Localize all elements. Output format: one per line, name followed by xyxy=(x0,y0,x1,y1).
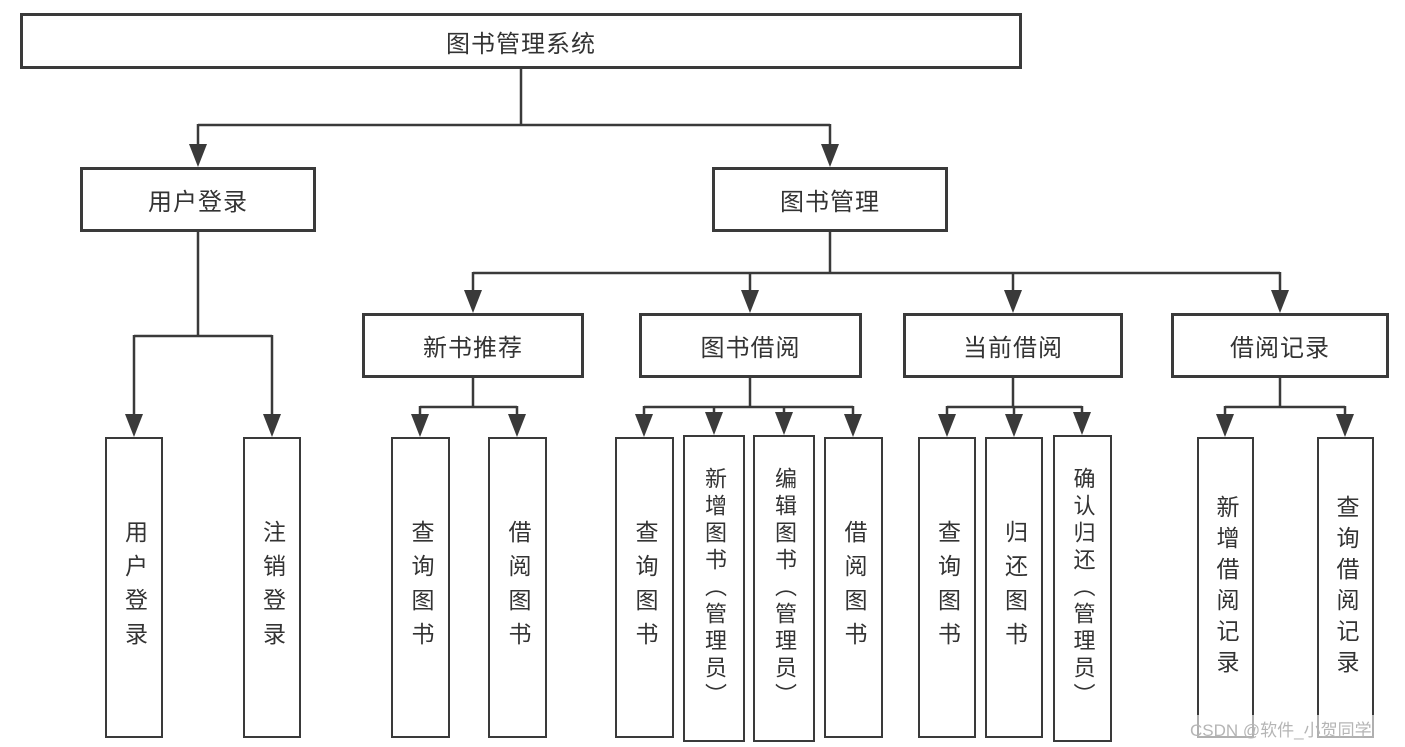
leaf-label: 借阅图书 xyxy=(505,519,531,656)
leaf-label: 借阅图书 xyxy=(841,519,867,656)
leaf-user-login: 用户登录 xyxy=(105,437,163,738)
leaf-label: 查询图书 xyxy=(408,519,434,656)
leaf-rec-query-book: 查询图书 xyxy=(391,437,450,738)
leaf-logout: 注销登录 xyxy=(243,437,301,738)
leaf-br-add-record: 新增借阅记录 xyxy=(1197,437,1254,738)
leaf-bb-borrow-book: 借阅图书 xyxy=(824,437,883,738)
leaf-br-query-record: 查询借阅记录 xyxy=(1317,437,1374,738)
leaf-label: 用户登录 xyxy=(121,519,148,656)
node-book-management: 图书管理 xyxy=(712,167,948,232)
leaf-label: 查询图书 xyxy=(632,519,658,656)
node-new-book-recommend: 新书推荐 xyxy=(362,313,584,378)
leaf-label: 新增图书（管理员） xyxy=(702,467,727,710)
node-book-borrow: 图书借阅 xyxy=(639,313,862,378)
leaf-cb-confirm-return-admin: 确认归还（管理员） xyxy=(1053,435,1112,742)
leaf-cb-query-book: 查询图书 xyxy=(918,437,976,738)
leaf-label: 查询图书 xyxy=(934,519,961,656)
leaf-label: 编辑图书（管理员） xyxy=(772,467,797,710)
node-current-borrow: 当前借阅 xyxy=(903,313,1123,378)
node-library-system: 图书管理系统 xyxy=(20,13,1022,69)
leaf-label: 归还图书 xyxy=(1001,519,1028,656)
leaf-label: 确认归还（管理员） xyxy=(1070,467,1096,710)
leaf-bb-edit-book-admin: 编辑图书（管理员） xyxy=(753,435,815,742)
node-borrow-record: 借阅记录 xyxy=(1171,313,1389,378)
leaf-label: 查询借阅记录 xyxy=(1333,494,1359,681)
leaf-bb-add-book-admin: 新增图书（管理员） xyxy=(683,435,745,742)
leaf-label: 注销登录 xyxy=(259,519,286,656)
leaf-rec-borrow-book: 借阅图书 xyxy=(488,437,547,738)
leaf-cb-return-book: 归还图书 xyxy=(985,437,1043,738)
node-user-login: 用户登录 xyxy=(80,167,316,232)
leaf-bb-query-book: 查询图书 xyxy=(615,437,674,738)
watermark: CSDN @软件_小贺同学 xyxy=(1186,715,1376,742)
leaf-label: 新增借阅记录 xyxy=(1213,494,1239,681)
arrowheads xyxy=(125,144,1354,437)
